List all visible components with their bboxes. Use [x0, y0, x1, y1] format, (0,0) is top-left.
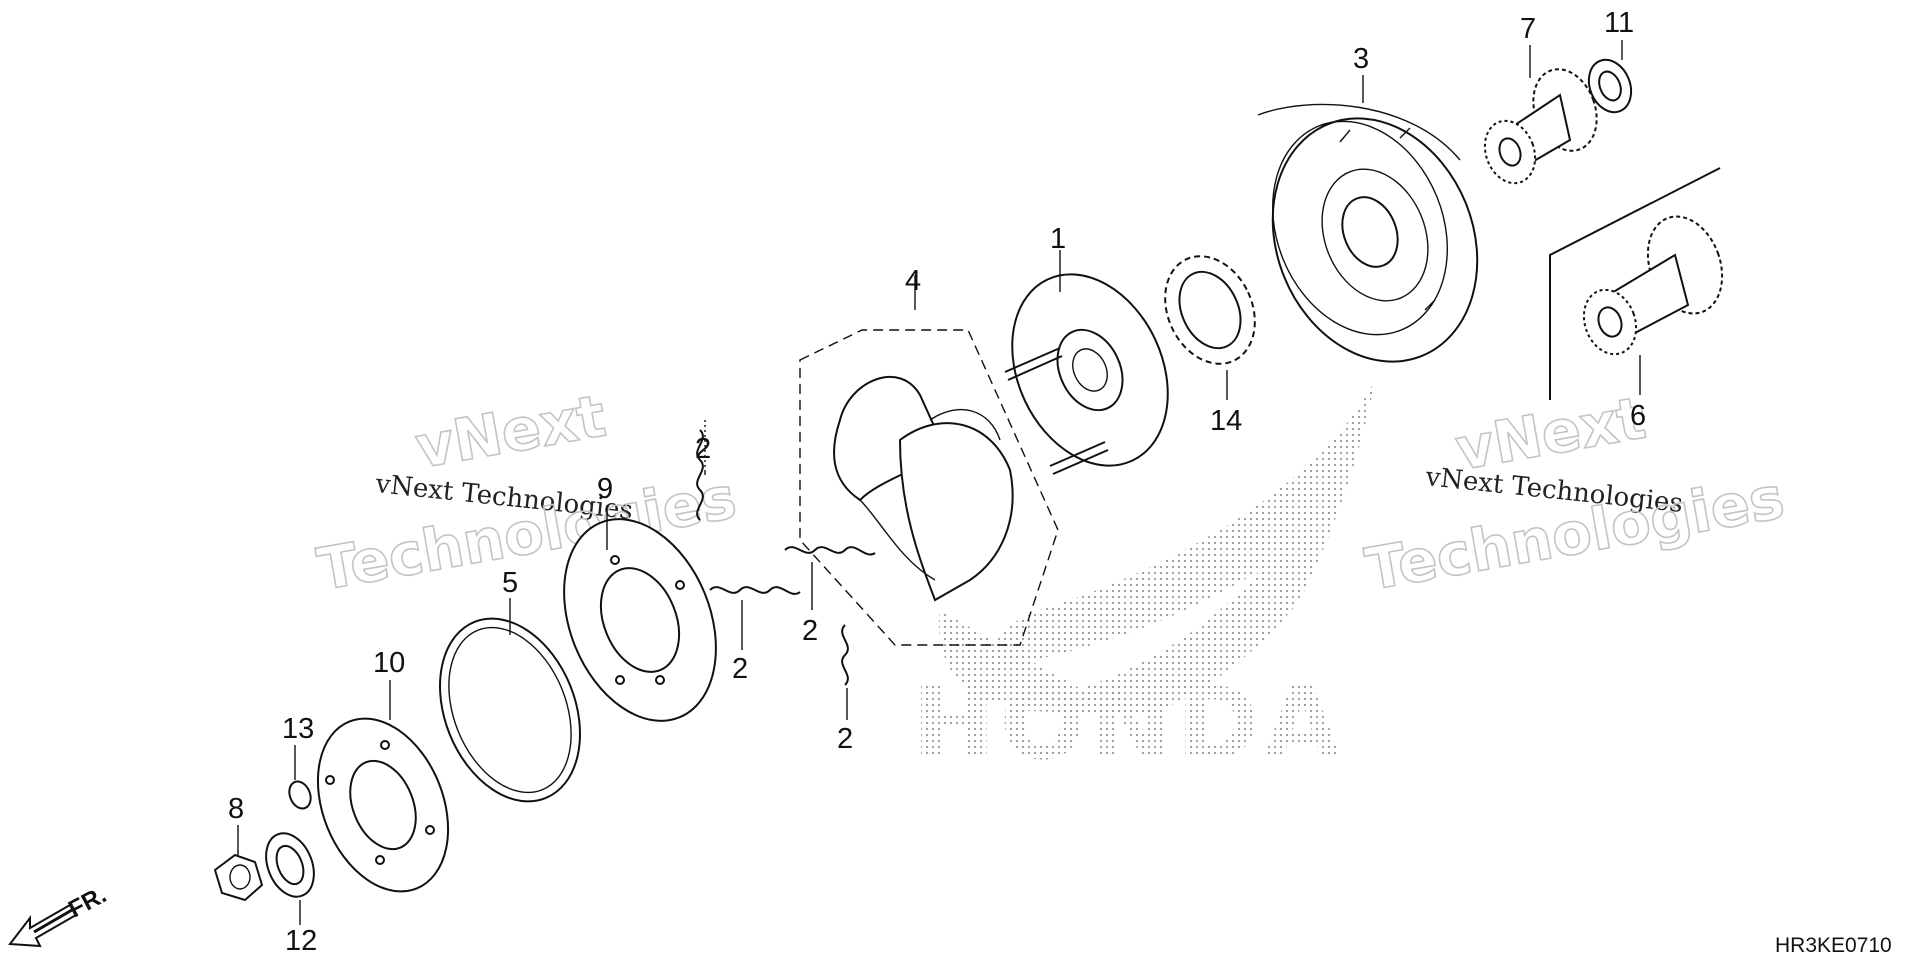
honda-wordmark: HONDA: [912, 665, 1345, 782]
part-nut-8: [213, 825, 264, 902]
diagram-code: HR3KE0710: [1775, 934, 1892, 957]
part-plate-10: [316, 680, 450, 893]
label-part-2: 2: [802, 615, 818, 647]
part-washer-13: [288, 745, 312, 810]
label-part-14: 14: [1210, 405, 1242, 437]
label-part-8: 8: [228, 793, 244, 825]
label-part-4: 4: [905, 265, 921, 297]
watermark-text: vNext: [411, 382, 611, 482]
label-part-1: 1: [1050, 223, 1066, 255]
part-drive-plate: [1004, 250, 1169, 475]
label-part-2: 2: [732, 653, 748, 685]
label-part-12: 12: [285, 925, 317, 957]
part-springs: [696, 420, 876, 720]
part-washer-11: [1587, 40, 1633, 114]
label-part-10: 10: [373, 647, 405, 679]
label-part-7: 7: [1520, 13, 1536, 45]
part-alt-gear-inset: [1549, 167, 1724, 400]
label-part-6: 6: [1630, 400, 1646, 432]
part-clutch-outer: [1257, 75, 1479, 363]
part-clutch-weights: [799, 275, 1059, 646]
label-part-13: 13: [282, 713, 314, 745]
spring-b: [709, 586, 801, 650]
part-labels: 1 2 2 2 2 3 4 5 6 7 8 9 10 11 12 13 14: [228, 7, 1646, 957]
arrow-left-down-icon: [8, 903, 78, 948]
part-plate-9: [563, 505, 717, 722]
spring-a: [696, 420, 706, 521]
part-washer-12: [265, 832, 315, 925]
direction-indicator: FR.: [8, 881, 111, 948]
label-part-3: 3: [1353, 43, 1369, 75]
spring-c: [784, 546, 876, 610]
spring-d: [841, 624, 849, 720]
label-part-11: 11: [1604, 7, 1634, 39]
watermark-right: vNext Technologies vNext Technologies: [1360, 383, 1790, 605]
part-ring-5: [439, 598, 581, 803]
label-part-9: 9: [597, 473, 613, 505]
label-part-5: 5: [502, 567, 518, 599]
part-drive-gear: [1483, 45, 1598, 185]
label-part-2: 2: [695, 433, 711, 465]
part-one-way-clutch: [1164, 255, 1256, 400]
honda-wing-logo: HONDA: [912, 380, 1375, 782]
label-part-2: 2: [837, 723, 853, 755]
